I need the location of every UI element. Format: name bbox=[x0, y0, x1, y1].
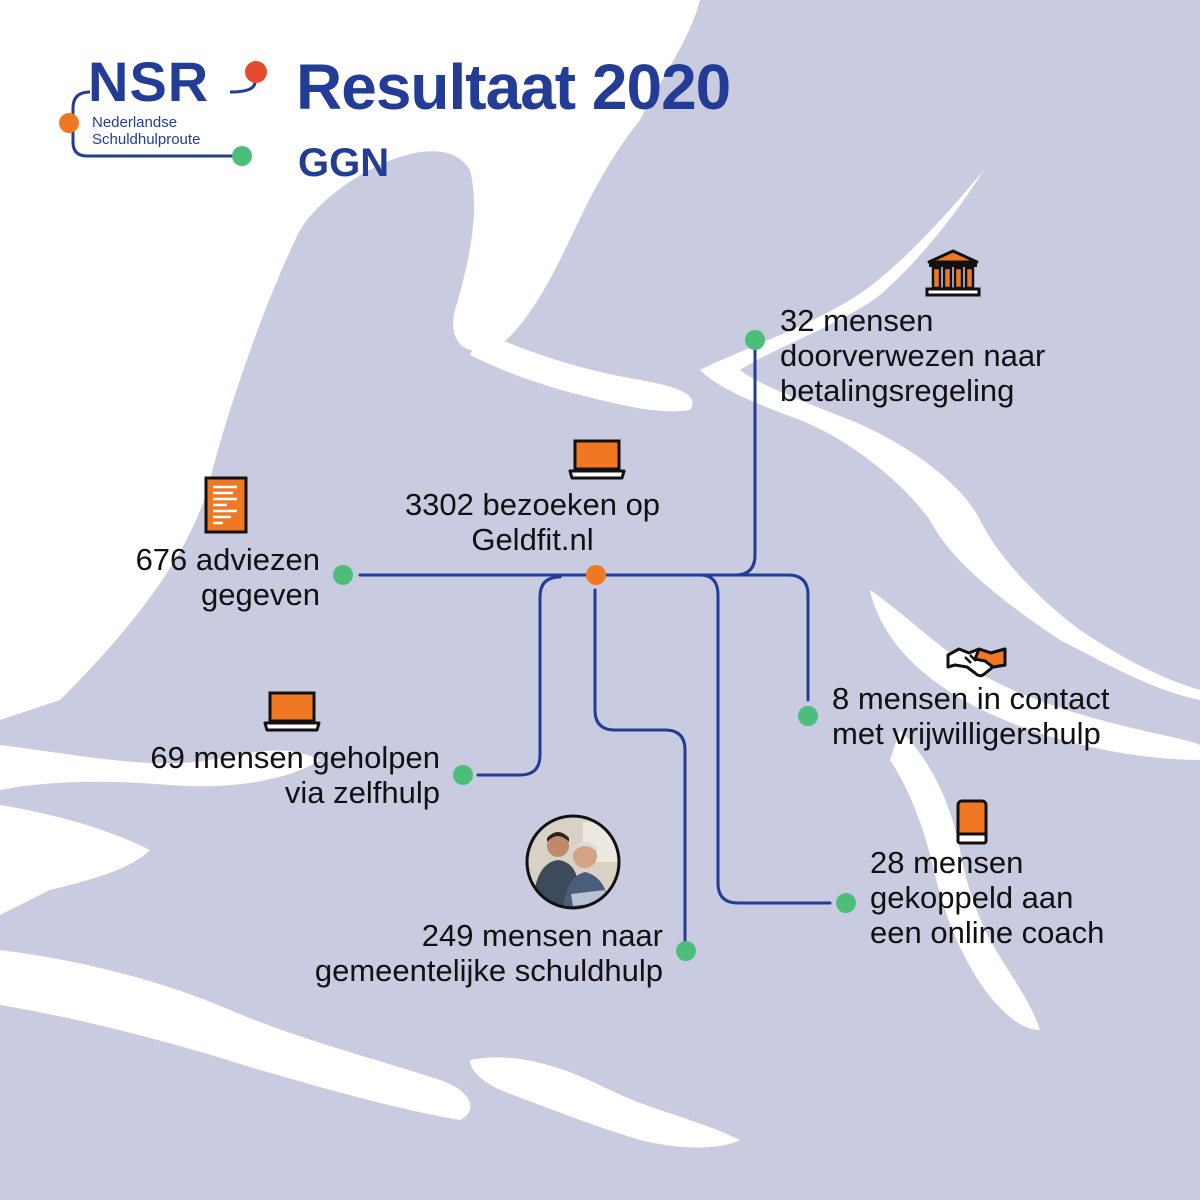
node-dot-zelfhulp bbox=[453, 765, 473, 785]
label-adviezen: 676 adviezen gegeven bbox=[135, 542, 320, 612]
label-betalingsregeling: 32 mensen doorverwezen naar betalingsreg… bbox=[780, 303, 1046, 408]
line-zelfhulp bbox=[476, 575, 562, 777]
node-dot-schuldhulp bbox=[676, 941, 696, 961]
node-dot-online-coach bbox=[836, 893, 856, 913]
logo-abbr: NSR bbox=[88, 50, 210, 113]
logo-frame bbox=[59, 61, 267, 166]
label-online-coach: 28 mensen gekoppeld aan een online coach bbox=[870, 845, 1105, 950]
node-dot-bezoeken bbox=[586, 565, 606, 585]
document-icon bbox=[204, 476, 248, 534]
logo-name: Nederlandse Schuldhulproute bbox=[92, 114, 201, 148]
handshake-icon bbox=[946, 647, 1007, 678]
bank-icon bbox=[925, 249, 981, 297]
page-subtitle: GGN bbox=[298, 141, 390, 185]
label-bezoeken: 3302 bezoeken op Geldfit.nl bbox=[404, 487, 661, 557]
label-zelfhulp: 69 mensen geholpen via zelfhulp bbox=[150, 740, 440, 810]
people-photo-icon bbox=[525, 814, 621, 910]
label-schuldhulp: 249 mensen naar gemeentelijke schuldhulp bbox=[314, 918, 663, 988]
node-dot-adviezen bbox=[333, 565, 353, 585]
node-dot-betalingsregeling bbox=[745, 330, 765, 350]
node-dot-vrijwilligershulp bbox=[798, 706, 818, 726]
line-vrijwilligershulp bbox=[733, 573, 810, 702]
line-online-coach bbox=[698, 573, 832, 905]
phone-icon bbox=[956, 799, 988, 845]
laptop-icon bbox=[263, 691, 321, 732]
laptop-icon bbox=[568, 439, 626, 480]
label-vrijwilligershulp: 8 mensen in contact met vrijwilligershul… bbox=[832, 681, 1110, 751]
page-title: Resultaat 2020 bbox=[296, 51, 731, 123]
line-schuldhulp bbox=[593, 588, 687, 947]
